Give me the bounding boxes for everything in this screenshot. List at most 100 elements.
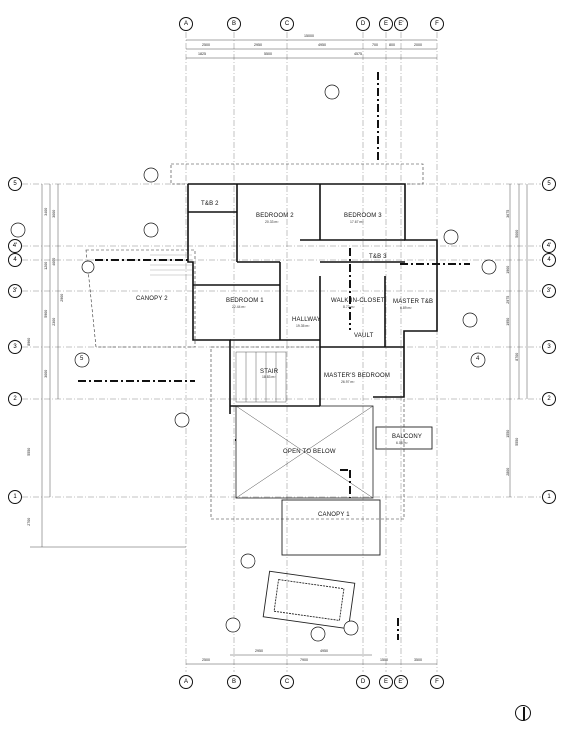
dim-bottom-1: 2950 — [255, 649, 263, 653]
room-walkin-label: WALK-IN-CLOSET — [331, 298, 385, 304]
room-bedroom1-area: 22.44 m² — [232, 305, 246, 309]
grid-col-b-bottom: B — [227, 675, 241, 689]
room-canopy1-label: CANOPY 1 — [318, 512, 350, 518]
room-hallway-label: HALLWAY — [292, 317, 321, 323]
section-cut-lines — [78, 72, 470, 640]
grid-col-e-top: E — [379, 17, 393, 31]
canopy2-hatch — [150, 254, 192, 276]
dim-right-6: 8700 — [515, 352, 520, 361]
dim-left-1: 3400 — [44, 207, 49, 216]
dim-right-5: 1950 — [506, 317, 511, 326]
grid-row-4prime-right: 4' — [542, 239, 556, 253]
room-open-to-below-label: OPEN TO BELOW — [283, 449, 336, 455]
room-hallway-area: 19.35 m² — [296, 324, 310, 328]
room-bedroom2-area: 20.33 m² — [265, 220, 279, 224]
room-bedroom2-label: BEDROOM 2 — [256, 213, 294, 219]
grid-row-3prime-left: 3' — [8, 284, 22, 298]
grid-row-3-left: 3 — [8, 340, 22, 354]
dim-left-2: 3000 — [52, 209, 57, 218]
room-masterbed-label: MASTER'S BEDROOM — [324, 373, 391, 379]
dim-right-7: 5550 — [515, 437, 520, 446]
dim-top2-3: 4575 — [354, 52, 362, 56]
room-walkin-area: 8.72 m² — [343, 305, 355, 309]
grid-row-5-right: 5 — [542, 177, 556, 191]
dim-left-5: 1200 — [44, 261, 49, 270]
room-stair-area: 18.83 m² — [262, 375, 276, 379]
grid-col-b-top: B — [227, 17, 241, 31]
dim-top-3: 4950 — [318, 43, 326, 47]
dim-left-8: 3000 — [44, 369, 49, 378]
dim-left-6: 5900 — [44, 309, 49, 318]
dim-top2-1: 1825 — [198, 52, 206, 56]
dim-left-7: 2300 — [52, 317, 57, 326]
section-bubbles — [10, 84, 497, 642]
dim-top-4: 700 — [372, 43, 378, 47]
room-canopy2-label: CANOPY 2 — [136, 296, 168, 302]
room-tb3-label: T&B 3 — [369, 254, 387, 260]
dim-bottom2-2: 7900 — [300, 658, 308, 662]
dim-left-10: 5550 — [27, 447, 32, 456]
grid-row-1-right: 1 — [542, 490, 556, 504]
room-bedroom3-area: 17.67 m² — [350, 220, 364, 224]
stair-lines — [235, 351, 287, 403]
grid-col-d-top: D — [356, 17, 370, 31]
dim-left-9: 8960 — [27, 337, 32, 346]
grid-col-e-bottom: E — [379, 675, 393, 689]
grid-col-d-bottom: D — [356, 675, 370, 689]
grid-row-5-left: 5 — [8, 177, 22, 191]
dim-right-8: 1550 — [506, 429, 511, 438]
dimension-lines — [30, 39, 528, 665]
dim-right-2: 5000 — [515, 229, 520, 238]
walls — [187, 183, 438, 414]
grid-row-2-right: 2 — [542, 392, 556, 406]
dim-top-2: 2950 — [254, 43, 262, 47]
dim-right-9: 2800 — [506, 467, 511, 476]
dim-top-6: 2000 — [414, 43, 422, 47]
grid-row-4-right: 4 — [542, 253, 556, 267]
grid-col-f-bottom: F — [430, 675, 444, 689]
grid-row-3prime-right: 3' — [542, 284, 556, 298]
dim-bottom2-3: 1500 — [380, 658, 388, 662]
dim-bottom2-1: 2500 — [202, 658, 210, 662]
room-bedroom3-label: BEDROOM 3 — [344, 213, 382, 219]
grid-col-a-top: A — [179, 17, 193, 31]
room-balcony-label: BALCONY — [392, 434, 423, 440]
balcony-outline — [375, 426, 433, 450]
grid-col-c-top: C — [280, 17, 294, 31]
dim-top-1: 2500 — [202, 43, 210, 47]
grid-col-e2-bottom: E' — [394, 675, 408, 689]
dim-bottom-2: 4950 — [320, 649, 328, 653]
dim-overall: 15000 — [304, 34, 314, 38]
grid-row-4prime-left: 4' — [8, 239, 22, 253]
room-masterbed-area: 26.97 m² — [341, 380, 355, 384]
grid-col-a-bottom: A — [179, 675, 193, 689]
grid-lines — [22, 32, 541, 672]
dim-left-3: 4000 — [52, 257, 57, 266]
dim-top-5: 800 — [389, 43, 395, 47]
section-marker-left: 5 — [80, 356, 84, 362]
room-bedroom1-label: BEDROOM 1 — [226, 298, 264, 304]
grid-col-c-bottom: C — [280, 675, 294, 689]
dim-right-4: 1900 — [506, 265, 511, 274]
dim-left-11: 2700 — [27, 517, 32, 526]
dim-right-3: 2975 — [506, 295, 511, 304]
room-tb2-label: T&B 2 — [201, 201, 219, 207]
dim-bottom2-4: 3500 — [414, 658, 422, 662]
dim-right-1: 3675 — [506, 209, 511, 218]
room-stair-label: STAIR — [260, 369, 279, 375]
grid-row-4-left: 4 — [8, 253, 22, 267]
room-vault-label: VAULT — [354, 333, 374, 339]
grid-row-3-right: 3 — [542, 340, 556, 354]
room-mastertb-label: MASTER T&B — [393, 299, 434, 305]
grid-col-e2-top: E' — [394, 17, 408, 31]
dim-top2-2: 5500 — [264, 52, 272, 56]
grid-col-f-top: F — [430, 17, 444, 31]
grid-row-1-left: 1 — [8, 490, 22, 504]
room-balcony-area: 6.08 m² — [396, 441, 408, 445]
grid-row-2-left: 2 — [8, 392, 22, 406]
dim-left-4: 2900 — [60, 293, 65, 302]
north-arrow-icon — [515, 705, 531, 721]
section-marker-right: 4 — [476, 356, 480, 362]
room-mastertb-area: 6.89 m² — [400, 306, 412, 310]
